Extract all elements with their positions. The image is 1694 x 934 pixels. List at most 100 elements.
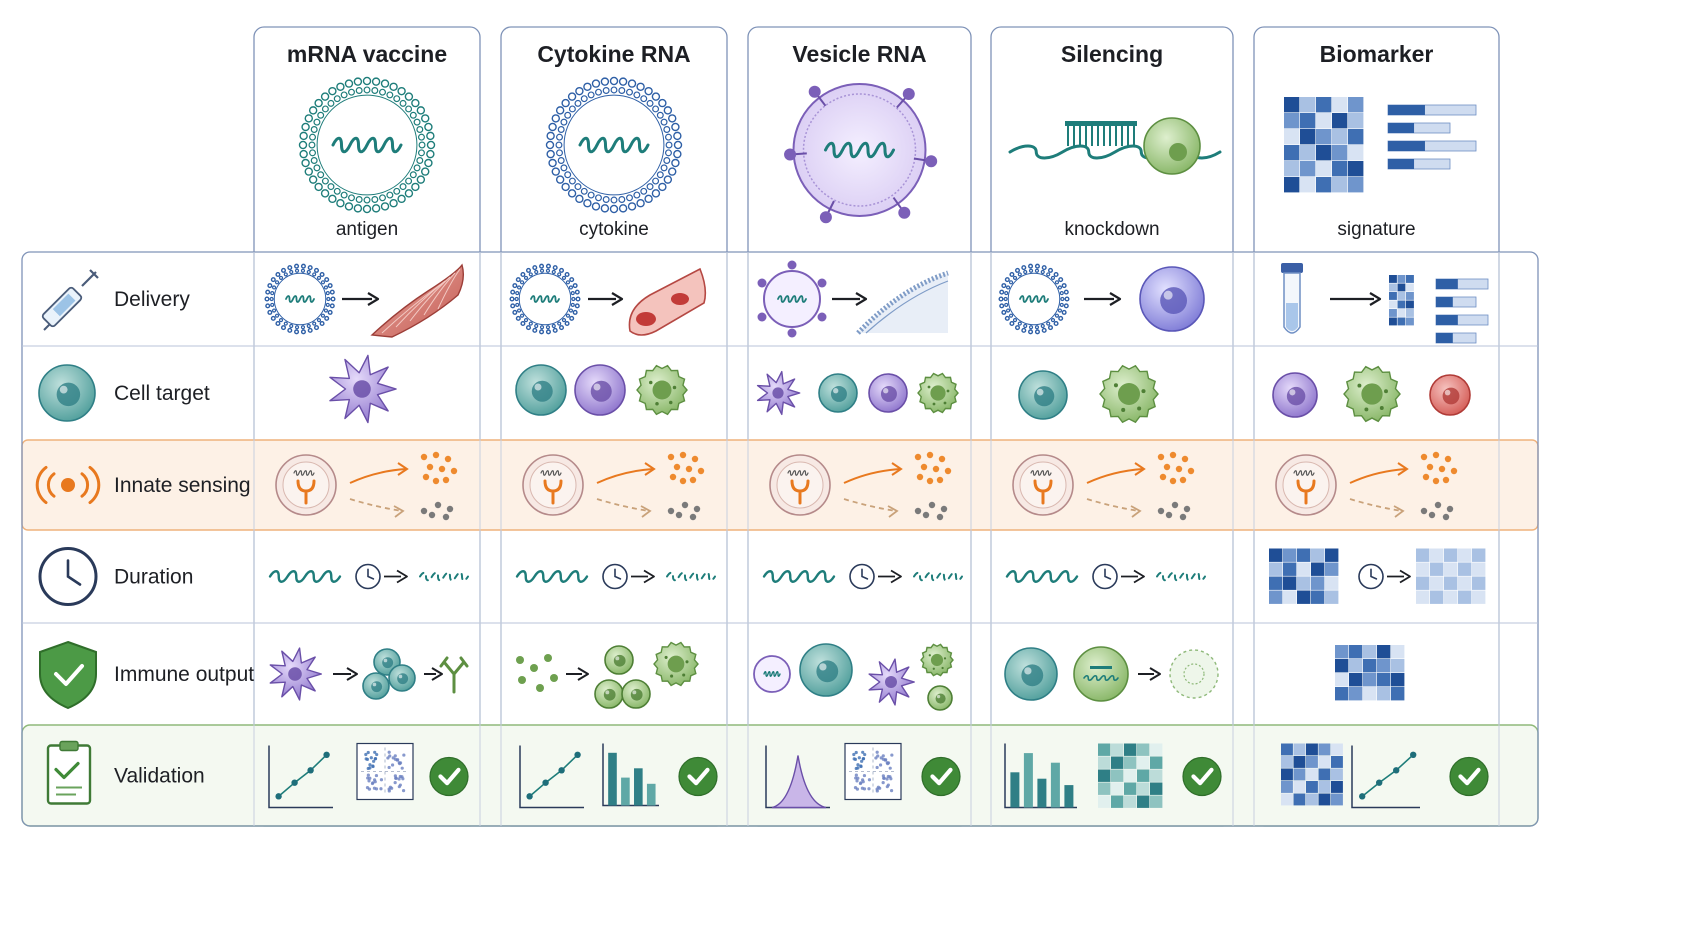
line-chart	[1351, 745, 1420, 809]
row-label-duration: Duration	[38, 547, 193, 606]
arrow	[832, 292, 868, 306]
check-badge	[921, 756, 961, 797]
row-label-text: Innate sensing	[114, 474, 251, 497]
check-badge	[1449, 756, 1489, 797]
sensing-cell	[769, 451, 952, 521]
cell-cell-target-cytokine	[515, 364, 688, 416]
arrow	[566, 667, 589, 681]
row-label-text: Delivery	[114, 288, 190, 311]
cell-duration-biomarker	[1269, 548, 1486, 604]
flow-cytometry-plot	[844, 742, 902, 801]
output-heatmap	[1335, 645, 1405, 701]
cell-immune-output-cytokine	[516, 641, 699, 709]
cell-delivery-mrna	[264, 263, 465, 338]
vesicle-illustration	[784, 83, 938, 224]
cell-membrane	[858, 273, 948, 333]
cytokine-dot	[536, 684, 544, 692]
arrow	[1138, 667, 1161, 681]
green-cell	[920, 643, 954, 677]
cell-validation-vesicle	[765, 742, 961, 809]
check-badge	[429, 756, 469, 797]
column-caption: cytokine	[579, 219, 649, 240]
cell-duration-cytokine	[515, 563, 716, 590]
cell-immune-output-mrna	[269, 647, 469, 701]
rna-degraded	[666, 571, 716, 582]
activated-cell	[594, 679, 624, 709]
column-title: Cytokine RNA	[537, 41, 690, 67]
validation-heatmap	[1098, 743, 1163, 808]
mini-heatmap	[1389, 275, 1414, 326]
vesicle-protein	[808, 85, 821, 98]
signal-waves-icon	[35, 465, 101, 505]
matrix-cells	[264, 260, 1489, 809]
column-headers: mRNA vaccine antigen Cytokine RNA cytokine V…	[287, 41, 1477, 240]
histogram	[765, 745, 830, 809]
column-header-vesicle: Vesicle RNA	[792, 41, 926, 67]
arrow	[384, 569, 408, 584]
cell-validation-silencing	[1004, 743, 1222, 809]
flow-cytometry-plot	[356, 742, 414, 801]
vesicle-protein	[902, 88, 915, 100]
biomarker-illustration	[1284, 97, 1477, 193]
sensing-cell	[275, 451, 458, 521]
activated-cell	[621, 679, 651, 709]
rna-intact	[762, 570, 836, 583]
dendritic-cell	[269, 647, 323, 701]
rna	[777, 295, 807, 303]
sensing-cell	[1275, 451, 1458, 521]
cytokine-dot	[516, 656, 524, 664]
rna	[763, 671, 781, 677]
knocked-down-cell	[1169, 649, 1219, 699]
vesicle-protein	[819, 211, 832, 224]
sirna-strand	[1065, 121, 1137, 126]
cell-innate-sensing-mrna	[275, 451, 458, 521]
antibody	[439, 656, 469, 694]
cytokine-dot	[544, 654, 552, 662]
heatmap-before	[1269, 548, 1339, 604]
cell-cell-target-vesicle	[756, 370, 959, 416]
row-label-cell-target: Cell target	[38, 364, 210, 422]
arrow	[1387, 569, 1411, 584]
cell-duration-mrna	[268, 563, 469, 590]
t-cell	[362, 672, 390, 700]
green-cell	[1343, 365, 1401, 423]
row-label-text: Immune output	[114, 663, 254, 686]
row-label-validation: Validation	[46, 740, 205, 805]
teal-cell	[1004, 647, 1058, 701]
line-chart	[268, 745, 333, 809]
blood-vessel	[628, 267, 707, 336]
arrow	[1121, 569, 1145, 584]
dendritic-cell	[329, 354, 397, 424]
cell-icon	[38, 364, 96, 422]
cell-cell-target-biomarker	[1272, 365, 1471, 423]
green-cell	[917, 372, 959, 414]
red-blood-cell	[636, 312, 656, 326]
cell-innate-sensing-cytokine	[522, 451, 705, 521]
purple-cell	[868, 373, 908, 413]
line-chart	[519, 745, 584, 809]
lnp-illustration	[298, 76, 436, 214]
column-caption: antigen	[336, 219, 398, 240]
arrow	[333, 667, 358, 681]
rna	[285, 295, 315, 303]
arrow	[1084, 292, 1122, 306]
mini-bars	[1435, 278, 1489, 344]
teal-cell	[515, 364, 567, 416]
column-title: Vesicle RNA	[792, 41, 926, 67]
arrow	[342, 292, 380, 306]
syringe-icon	[41, 269, 99, 331]
dendritic-cell	[868, 658, 915, 706]
check-badge	[678, 756, 718, 797]
column-title: Silencing	[1061, 41, 1163, 67]
column-title: mRNA vaccine	[287, 41, 447, 67]
red-cell	[1429, 374, 1471, 416]
cell-immune-output-silencing	[1004, 646, 1219, 702]
green-cell	[1099, 364, 1159, 424]
row-label-text: Validation	[114, 765, 205, 788]
cell-validation-mrna	[268, 742, 469, 809]
silenced-cell	[1073, 646, 1129, 702]
cell-duration-vesicle	[762, 563, 963, 590]
